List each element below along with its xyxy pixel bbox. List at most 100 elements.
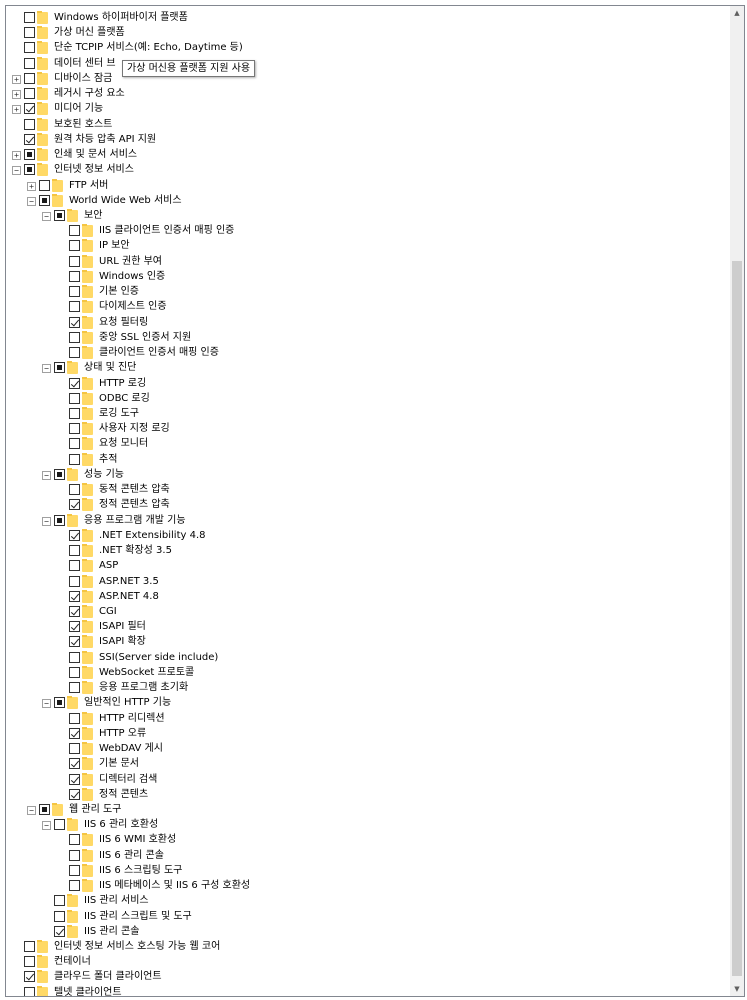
feature-checkbox[interactable]: [24, 72, 35, 84]
tree-item[interactable]: .NET Extensibility 4.8: [6, 528, 706, 544]
feature-checkbox[interactable]: [24, 57, 35, 69]
feature-checkbox[interactable]: [69, 438, 80, 450]
feature-checkbox[interactable]: [69, 590, 80, 602]
feature-checkbox[interactable]: [54, 362, 65, 374]
tree-item[interactable]: −일반적인 HTTP 기능: [6, 696, 706, 711]
feature-checkbox[interactable]: [69, 621, 80, 633]
feature-checkbox[interactable]: [24, 12, 35, 23]
tree-item[interactable]: −인터넷 정보 서비스: [6, 163, 706, 178]
tree-item[interactable]: +미디어 기능: [6, 102, 706, 117]
tree-item[interactable]: .NET 확장성 3.5: [6, 544, 706, 559]
collapse-minus-icon[interactable]: −: [27, 805, 36, 815]
tree-item[interactable]: 요청 필터링: [6, 315, 706, 331]
tree-item[interactable]: 텔넷 클라이언트: [6, 985, 706, 996]
feature-checkbox[interactable]: [24, 149, 35, 161]
collapse-minus-icon[interactable]: −: [12, 166, 21, 176]
tree-item[interactable]: 추적: [6, 452, 706, 468]
feature-checkbox[interactable]: [69, 651, 80, 663]
feature-checkbox[interactable]: [54, 895, 65, 907]
collapse-minus-icon[interactable]: −: [42, 821, 51, 831]
tree-item[interactable]: 클라우드 폴더 클라이언트: [6, 970, 706, 985]
feature-checkbox[interactable]: [69, 636, 80, 648]
expand-plus-icon[interactable]: +: [12, 90, 21, 100]
feature-checkbox[interactable]: [54, 209, 65, 221]
tree-item[interactable]: −보안: [6, 208, 706, 224]
feature-checkbox[interactable]: [24, 986, 35, 996]
feature-checkbox[interactable]: [69, 316, 80, 328]
feature-checkbox[interactable]: [69, 743, 80, 755]
collapse-minus-icon[interactable]: −: [27, 196, 36, 206]
tree-item[interactable]: IIS 메타베이스 및 IIS 6 구성 호환성: [6, 879, 706, 894]
feature-checkbox[interactable]: [24, 164, 35, 176]
expand-plus-icon[interactable]: +: [12, 151, 21, 161]
tree-item[interactable]: −상태 및 진단: [6, 361, 706, 376]
scroll-thumb[interactable]: [732, 261, 742, 976]
tree-item[interactable]: ASP.NET 3.5: [6, 574, 706, 590]
feature-checkbox[interactable]: [24, 956, 35, 968]
tree-item[interactable]: HTTP 오류: [6, 726, 706, 742]
feature-checkbox[interactable]: [69, 377, 80, 389]
feature-checkbox[interactable]: [69, 834, 80, 846]
tree-item[interactable]: 인터넷 정보 서비스 호스팅 가능 웹 코어: [6, 940, 706, 955]
tree-item[interactable]: IIS 6 관리 콘솔: [6, 848, 706, 864]
tree-item[interactable]: ASP: [6, 559, 706, 574]
feature-checkbox[interactable]: [69, 788, 80, 800]
feature-checkbox[interactable]: [69, 849, 80, 861]
tree-item[interactable]: +레거시 구성 요소: [6, 87, 706, 102]
collapse-minus-icon[interactable]: −: [42, 699, 51, 709]
tree-item[interactable]: IP 보안: [6, 239, 706, 254]
tree-item[interactable]: 보호된 호스트: [6, 117, 706, 133]
feature-checkbox[interactable]: [69, 407, 80, 419]
tree-item[interactable]: 로깅 도구: [6, 406, 706, 422]
tree-item[interactable]: CGI: [6, 604, 706, 620]
feature-checkbox[interactable]: [69, 453, 80, 465]
tree-item[interactable]: 기본 인증: [6, 285, 706, 300]
feature-checkbox[interactable]: [24, 133, 35, 145]
feature-checkbox[interactable]: [54, 468, 65, 480]
tree-item[interactable]: IIS 6 스크립팅 도구: [6, 863, 706, 879]
feature-checkbox[interactable]: [69, 392, 80, 404]
feature-checkbox[interactable]: [69, 286, 80, 298]
feature-checkbox[interactable]: [54, 925, 65, 937]
tree-item[interactable]: 단순 TCPIP 서비스(예: Echo, Daytime 등): [6, 41, 706, 56]
tree-item[interactable]: 디렉터리 검색: [6, 772, 706, 788]
tree-item[interactable]: 데이터 센터 브: [6, 56, 706, 72]
tree-item[interactable]: −웹 관리 도구: [6, 802, 706, 818]
feature-checkbox[interactable]: [69, 347, 80, 359]
feature-checkbox[interactable]: [69, 331, 80, 343]
tree-item[interactable]: 기본 문서: [6, 757, 706, 772]
tree-item[interactable]: 응용 프로그램 초기화: [6, 681, 706, 696]
feature-checkbox[interactable]: [24, 103, 35, 115]
scroll-down-arrow-icon[interactable]: ▼: [734, 985, 740, 993]
tree-item[interactable]: IIS 관리 콘솔: [6, 924, 706, 940]
feature-checkbox[interactable]: [69, 255, 80, 267]
tree-item[interactable]: +인쇄 및 문서 서비스: [6, 148, 706, 163]
feature-checkbox[interactable]: [69, 270, 80, 282]
tree-item[interactable]: IIS 6 WMI 호환성: [6, 833, 706, 848]
feature-checkbox[interactable]: [69, 423, 80, 435]
feature-checkbox[interactable]: [54, 697, 65, 709]
feature-checkbox[interactable]: [24, 88, 35, 100]
scroll-up-arrow-icon[interactable]: ▲: [734, 9, 740, 17]
tree-item[interactable]: −성능 기능: [6, 467, 706, 483]
tree-item[interactable]: HTTP 로깅: [6, 376, 706, 392]
feature-checkbox[interactable]: [69, 484, 80, 496]
feature-checkbox[interactable]: [69, 301, 80, 313]
feature-checkbox[interactable]: [39, 194, 50, 206]
tree-item[interactable]: ODBC 로깅: [6, 391, 706, 407]
tree-item[interactable]: IIS 관리 스크립트 및 도구: [6, 909, 706, 925]
feature-checkbox[interactable]: [69, 666, 80, 678]
feature-checkbox[interactable]: [69, 682, 80, 694]
feature-checkbox[interactable]: [69, 712, 80, 724]
tree-item[interactable]: −IIS 6 관리 호환성: [6, 818, 706, 833]
feature-checkbox[interactable]: [69, 773, 80, 785]
feature-checkbox[interactable]: [54, 910, 65, 922]
feature-checkbox[interactable]: [69, 575, 80, 587]
tree-item[interactable]: −World Wide Web 서비스: [6, 193, 706, 209]
tree-item[interactable]: IIS 관리 서비스: [6, 894, 706, 909]
tree-item[interactable]: +FTP 서버: [6, 178, 706, 194]
tree-item[interactable]: WebDAV 게시: [6, 742, 706, 757]
feature-checkbox[interactable]: [69, 225, 80, 237]
feature-checkbox[interactable]: [69, 758, 80, 770]
tree-item[interactable]: 가상 머신 플랫폼: [6, 26, 706, 41]
